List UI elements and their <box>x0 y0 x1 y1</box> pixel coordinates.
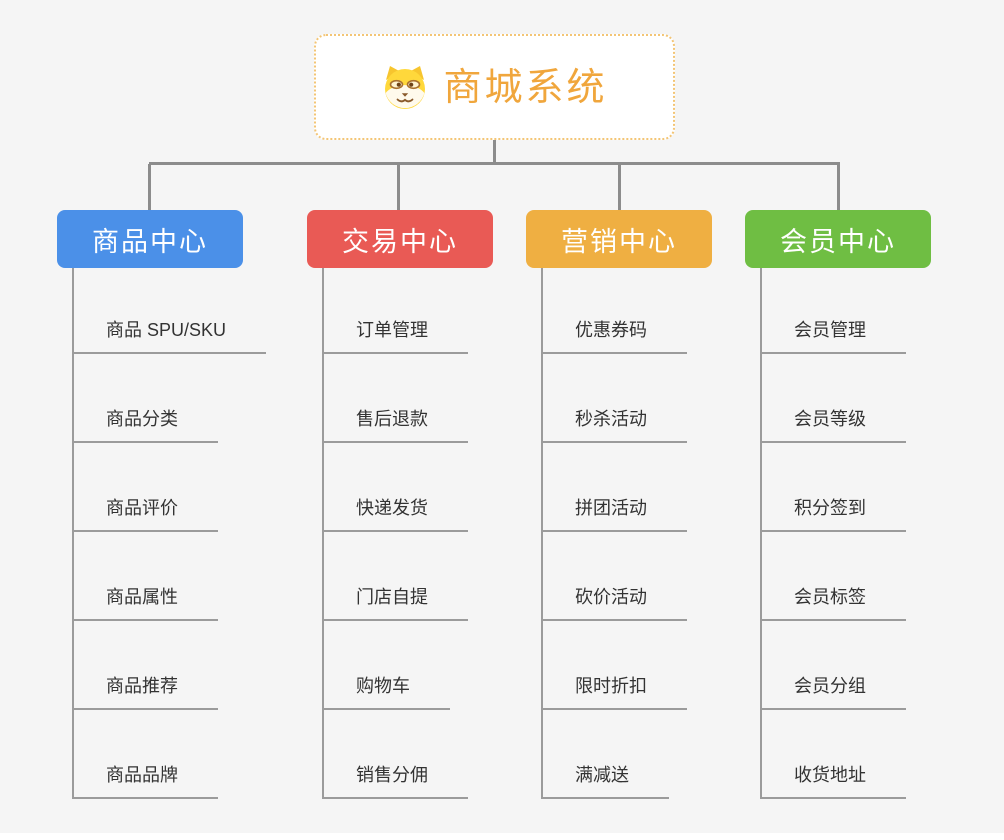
leaf-node-bargain-activity[interactable]: 砍价活动 <box>541 584 687 621</box>
leaf-node-member-group[interactable]: 会员分组 <box>760 673 906 710</box>
connector-drop-member-center <box>837 164 840 210</box>
leaf-node-member-management[interactable]: 会员管理 <box>760 317 906 354</box>
branch-node-trade-center[interactable]: 交易中心 <box>307 210 493 268</box>
leaf-node-aftersale-refund[interactable]: 售后退款 <box>322 406 468 443</box>
connector-root-stem <box>493 140 496 164</box>
leaf-node-limited-time-discount[interactable]: 限时折扣 <box>541 673 687 710</box>
leaf-node-sales-commission[interactable]: 销售分佣 <box>322 762 468 799</box>
leaf-node-order-management[interactable]: 订单管理 <box>322 317 468 354</box>
connector-drop-marketing-center <box>618 164 621 210</box>
branch-node-member-center[interactable]: 会员中心 <box>745 210 931 268</box>
branch-stem <box>760 268 762 798</box>
branch-stem <box>541 268 543 798</box>
leaf-node-product-review[interactable]: 商品评价 <box>72 495 218 532</box>
leaf-node-group-buy[interactable]: 拼团活动 <box>541 495 687 532</box>
leaf-node-coupon-code[interactable]: 优惠券码 <box>541 317 687 354</box>
connector-drop-trade-center <box>397 164 400 210</box>
branch-label: 商品中心 <box>92 226 208 257</box>
leaf-node-store-pickup[interactable]: 门店自提 <box>322 584 468 621</box>
root-node[interactable]: 商城系统 <box>314 34 675 140</box>
branch-label: 营销中心 <box>561 226 677 257</box>
root-node-label: 商城系统 <box>443 67 608 109</box>
dog-face-icon <box>381 63 429 111</box>
leaf-node-product-attribute[interactable]: 商品属性 <box>72 584 218 621</box>
leaf-node-shopping-cart[interactable]: 购物车 <box>322 673 450 710</box>
branch-product-center: 商品中心 商品 SPU/SKU 商品分类 商品评价 商品属性 商品推荐 商品品牌 <box>57 210 307 799</box>
branch-label: 交易中心 <box>342 226 458 257</box>
window-bottom-strip <box>0 833 1004 840</box>
leaf-node-product-brand[interactable]: 商品品牌 <box>72 762 218 799</box>
leaf-node-member-tag[interactable]: 会员标签 <box>760 584 906 621</box>
branch-stem <box>322 268 324 798</box>
branch-trade-center: 交易中心 订单管理 售后退款 快递发货 门店自提 购物车 销售分佣 <box>307 210 557 799</box>
leaf-node-flash-sale[interactable]: 秒杀活动 <box>541 406 687 443</box>
leaf-node-product-spu-sku[interactable]: 商品 SPU/SKU <box>72 317 267 354</box>
branch-node-marketing-center[interactable]: 营销中心 <box>526 210 712 268</box>
branch-label: 会员中心 <box>780 226 896 257</box>
leaf-node-product-recommend[interactable]: 商品推荐 <box>72 673 218 710</box>
connector-drop-product-center <box>148 164 151 210</box>
leaf-node-product-category[interactable]: 商品分类 <box>72 406 218 443</box>
branch-member-center: 会员中心 会员管理 会员等级 积分签到 会员标签 会员分组 收货地址 <box>745 210 995 799</box>
branch-node-product-center[interactable]: 商品中心 <box>57 210 243 268</box>
branch-stem <box>72 268 74 798</box>
connector-horizontal-bar <box>149 162 840 165</box>
leaf-node-express-delivery[interactable]: 快递发货 <box>322 495 468 532</box>
leaf-node-member-level[interactable]: 会员等级 <box>760 406 906 443</box>
leaf-node-shipping-address[interactable]: 收货地址 <box>760 762 906 799</box>
leaf-node-spend-and-save[interactable]: 满减送 <box>541 762 669 799</box>
leaf-node-points-checkin[interactable]: 积分签到 <box>760 495 906 532</box>
branch-marketing-center: 营销中心 优惠券码 秒杀活动 拼团活动 砍价活动 限时折扣 满减送 <box>526 210 776 799</box>
